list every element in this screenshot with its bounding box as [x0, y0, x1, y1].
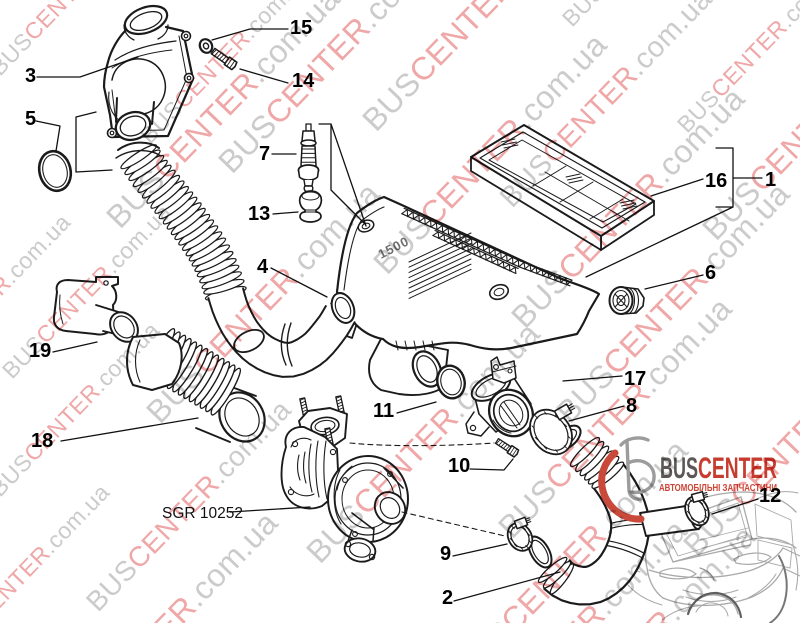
svg-text:АВТОМОБІЛЬНІ ЗАПЧАСТИНИ: АВТОМОБІЛЬНІ ЗАПЧАСТИНИ — [659, 483, 777, 494]
svg-text:10: 10 — [448, 455, 470, 477]
svg-text:18: 18 — [31, 430, 53, 452]
svg-text:5: 5 — [25, 108, 36, 130]
svg-text:11: 11 — [373, 400, 394, 422]
svg-text:13: 13 — [248, 203, 270, 225]
svg-text:4: 4 — [257, 256, 269, 278]
svg-text:14: 14 — [292, 70, 315, 92]
svg-text:2: 2 — [442, 587, 453, 609]
svg-text:CENTER: CENTER — [698, 452, 777, 485]
svg-text:SGR 10252: SGR 10252 — [162, 505, 243, 522]
svg-text:9: 9 — [440, 543, 451, 565]
svg-text:15: 15 — [290, 17, 312, 39]
svg-text:3: 3 — [25, 65, 36, 87]
svg-text:17: 17 — [624, 368, 646, 390]
svg-text:6: 6 — [705, 262, 716, 284]
svg-text:1: 1 — [765, 169, 776, 191]
svg-text:BUS: BUS — [660, 452, 698, 485]
svg-text:16: 16 — [705, 170, 727, 192]
svg-text:12: 12 — [759, 485, 781, 507]
svg-text:19: 19 — [29, 340, 51, 362]
svg-text:7: 7 — [259, 143, 270, 165]
svg-text:8: 8 — [626, 395, 637, 417]
